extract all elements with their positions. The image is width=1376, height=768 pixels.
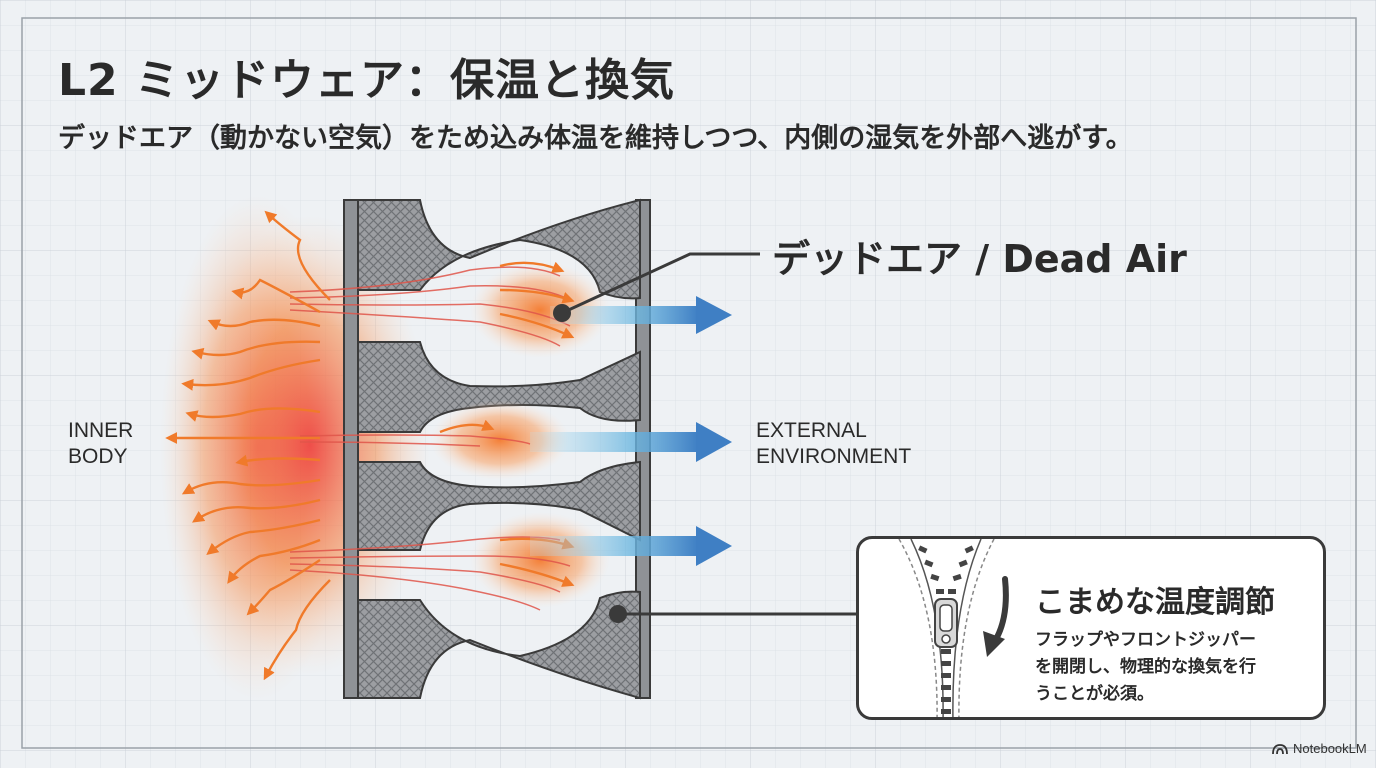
heat-flow-lines [289,266,571,611]
dead-air-label: デッドエア / Dead Air [772,237,1187,281]
heat-radiation-arrows [165,210,575,681]
notebooklm-brand: NotebookLM [1272,741,1367,756]
inner-label-line1: INNER [68,419,134,442]
body-heat-glow [160,195,430,700]
vent-arrow-bottom [530,526,732,566]
external-label-line2: ENVIRONMENT [756,445,912,468]
leader-lines [553,252,858,623]
vent-arrow-top [550,296,732,334]
brand-name: NotebookLM [1293,741,1367,756]
callout-title: こまめな温度調節 [1035,585,1275,620]
external-environment-label: EXTERNAL ENVIRONMENT [756,418,911,470]
zipper-teeth [918,545,974,714]
inner-body-label: INNER BODY [68,418,133,470]
down-arrow-icon [992,576,1009,644]
dead-air-leader [561,252,760,315]
external-label-line1: EXTERNAL [756,419,867,442]
callout-body: フラップやフロントジッパー を開閉し、物理的な換気を行 うことが必須。 [1035,630,1256,704]
temperature-control-callout: こまめな温度調節 フラップやフロントジッパー を開閉し、物理的な換気を行 うこと… [856,536,1326,720]
vent-arrow-middle [530,422,732,462]
page-title: L2 ミッドウェア：保温と換気 [58,55,675,106]
inner-label-line2: BODY [68,445,128,468]
notebooklm-logo-icon [1272,743,1288,754]
zipper-icon [898,539,1009,717]
dead-air-pocket-2 [430,400,570,480]
slide-frame [21,17,1357,749]
vent-arrows [530,296,732,566]
page-subtitle: デッドエア（動かない空気）をため込み体温を維持しつつ、内側の湿気を外部へ逃がす。 [58,123,1133,154]
